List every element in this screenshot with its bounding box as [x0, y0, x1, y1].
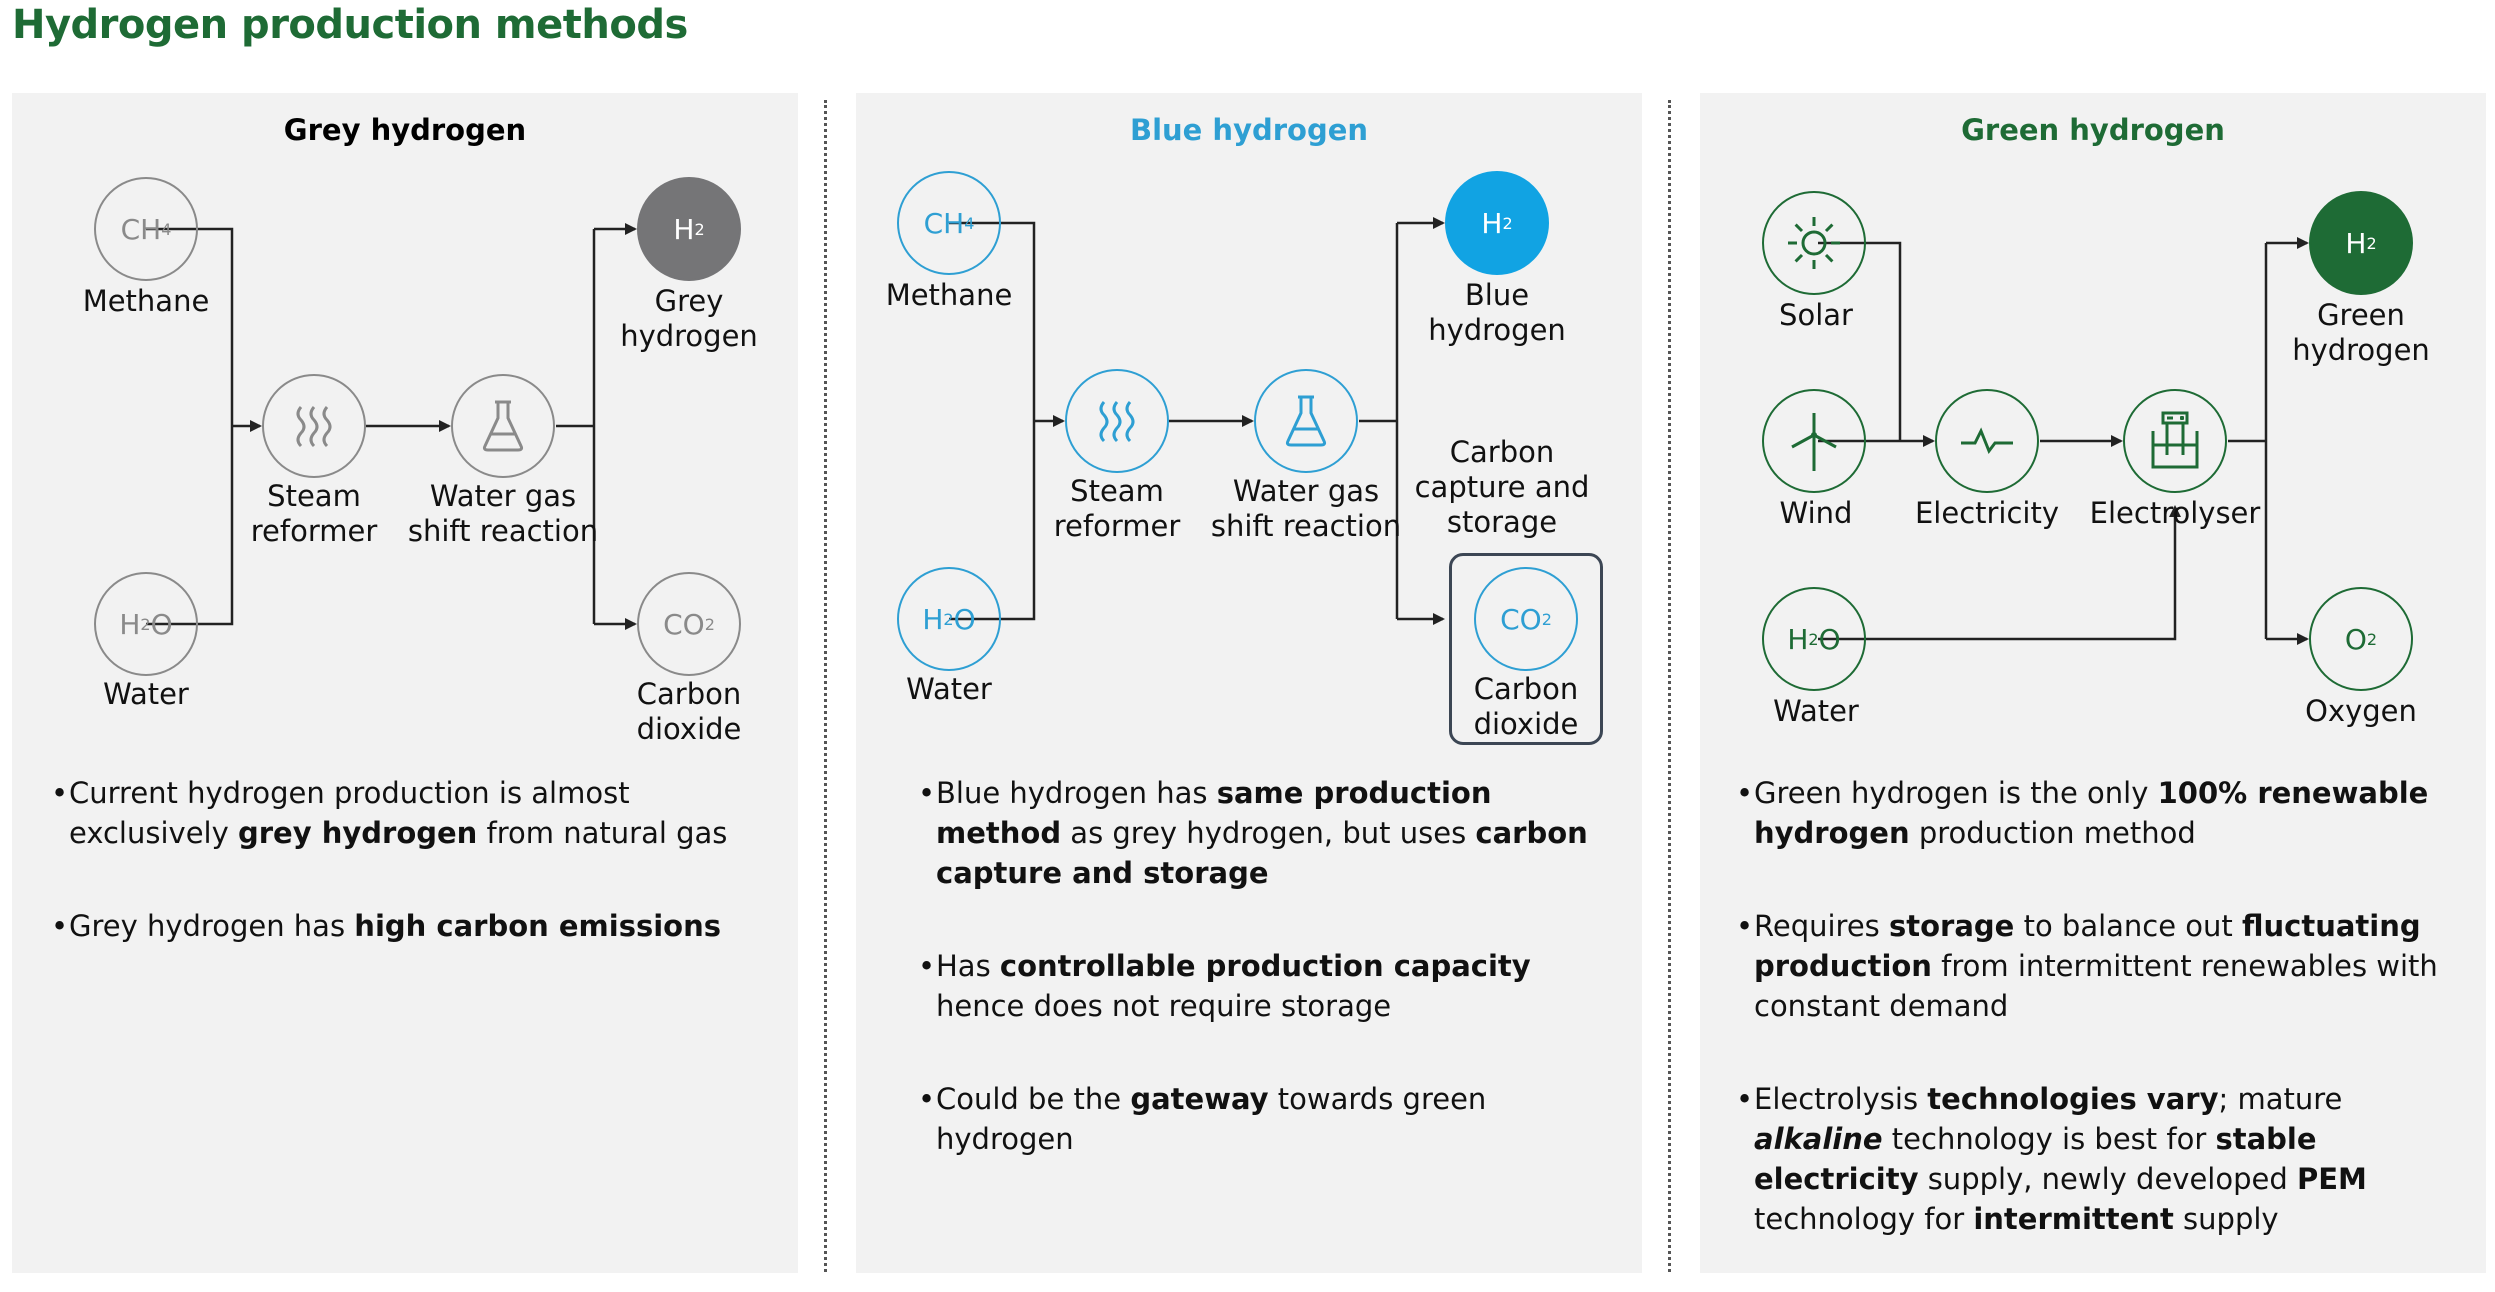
water-gas-shift-node	[1254, 369, 1358, 473]
solar-node	[1762, 191, 1866, 295]
steam-reformer-node	[262, 374, 366, 478]
heat-waves-icon	[1099, 401, 1135, 443]
sun-icon	[1788, 217, 1840, 269]
steam-reformer-node	[1065, 369, 1169, 473]
green-panel-title: Green hydrogen	[1961, 113, 2225, 147]
wind-node	[1762, 389, 1866, 493]
panel-divider	[1668, 100, 1671, 1272]
oxygen-label: Oxygen	[2305, 694, 2417, 728]
flask-icon	[482, 400, 524, 452]
panel-divider	[824, 100, 827, 1272]
blue-bullet-list: Blue hydrogen has same production method…	[918, 773, 1618, 1212]
list-item: Current hydrogen production is almost ex…	[51, 773, 771, 853]
electricity-node	[1935, 389, 2039, 493]
green-flow-arrows	[1818, 237, 2309, 645]
list-item: Blue hydrogen has same production method…	[918, 773, 1618, 893]
blue-panel-title: Blue hydrogen	[1129, 113, 1369, 147]
wind-label: Wind	[1779, 496, 1853, 530]
wind-turbine-icon	[1791, 413, 1837, 471]
water-label: Water	[1773, 694, 1859, 728]
grey-panel-title: Grey hydrogen	[283, 113, 527, 147]
water-label: Water	[103, 677, 189, 711]
grey-bullet-list: Current hydrogen production is almost ex…	[51, 773, 771, 999]
heat-waves-icon	[296, 406, 332, 448]
electrolyser-icon	[2151, 411, 2199, 469]
electricity-label: Electricity	[1914, 496, 2060, 530]
solar-label: Solar	[1779, 298, 1853, 332]
water-gas-shift-node	[451, 374, 555, 478]
green-bullet-list: Green hydrogen is the only 100% renewabl…	[1736, 773, 2466, 1292]
page-title: Hydrogen production methods	[12, 2, 688, 48]
flask-icon	[1285, 395, 1327, 447]
list-item: Electrolysis technologies vary; mature a…	[1736, 1079, 2466, 1239]
methane-label: Methane	[885, 278, 1013, 312]
water-label: Water	[906, 672, 992, 706]
electrolyser-label: Electrolyser	[2089, 496, 2261, 530]
methane-label: Methane	[82, 284, 210, 318]
list-item: Requires storage to balance out fluctuat…	[1736, 906, 2466, 1026]
list-item: Green hydrogen is the only 100% renewabl…	[1736, 773, 2466, 853]
list-item: Grey hydrogen has high carbon emissions	[51, 906, 771, 946]
list-item: Has controllable production capacity hen…	[918, 946, 1618, 1026]
electrolyser-node	[2123, 389, 2227, 493]
list-item: Could be the gateway towards green hydro…	[918, 1079, 1618, 1159]
pulse-icon	[1961, 427, 2013, 455]
ccs-box	[1449, 553, 1603, 745]
